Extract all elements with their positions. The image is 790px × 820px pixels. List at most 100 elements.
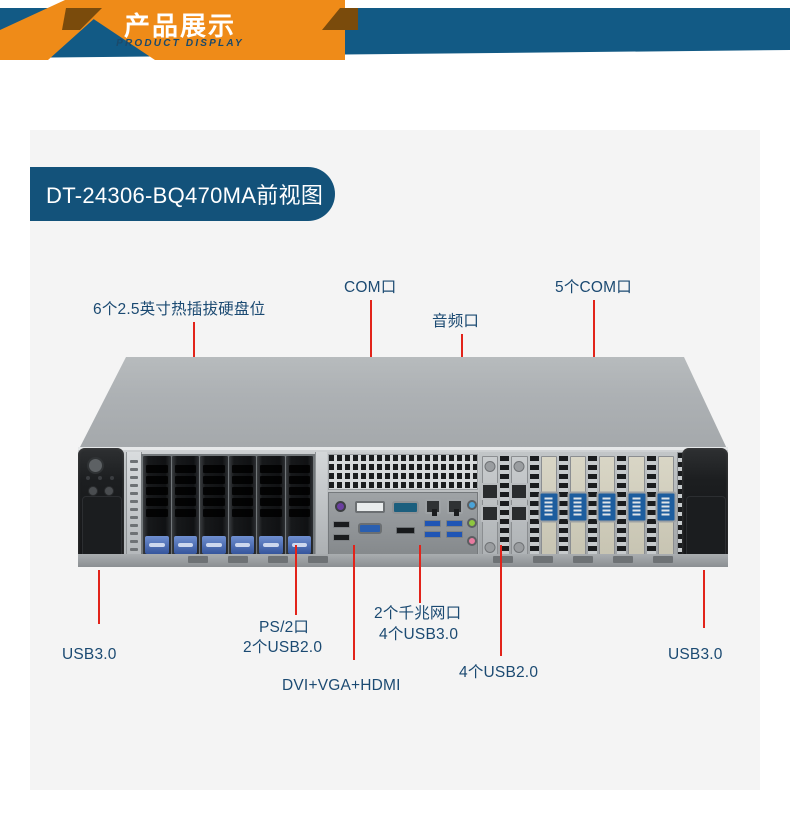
drive-bay-vents [146, 465, 168, 530]
callout-audio-port: 音频口 [432, 313, 480, 330]
callout-usb30-right: USB3.0 [668, 646, 723, 663]
chassis-bay-rail [315, 452, 328, 562]
usb2-port-icon [510, 483, 529, 500]
right-ear-blank-cover [686, 496, 726, 558]
usb3-port-icon [446, 520, 463, 527]
com-bracket-slot [538, 456, 560, 558]
drive-bay-latch[interactable] [259, 536, 283, 554]
leader-usb30-right [703, 570, 705, 628]
left-ear-blank-cover [82, 496, 122, 558]
slot-screw-icon [484, 542, 496, 553]
callout-usb30-4: 4个USB3.0 [379, 626, 459, 643]
callout-video-ports: DVI+VGA+HDMI [282, 677, 401, 694]
io-shield-plate [328, 492, 478, 558]
rj45-lan-port-icon [425, 499, 441, 516]
db9-com-port-icon [655, 491, 677, 523]
com-bracket-slot [655, 456, 677, 558]
callout-lan-ports: 2个千兆网口 [374, 605, 462, 622]
com-bracket-slot [626, 456, 648, 558]
drive-bay-vents [231, 465, 253, 530]
drive-bay[interactable] [143, 456, 171, 558]
product-title-pill: DT-24306-BQ470MA前视图 [30, 167, 335, 221]
chassis-lid-edge [78, 447, 728, 451]
drive-bay-latch[interactable] [202, 536, 226, 554]
status-led-3 [110, 476, 114, 480]
slot-vent-gap [617, 456, 627, 558]
callout-com-port: COM口 [344, 279, 397, 296]
usb3-port-icon [424, 531, 441, 538]
slot-vent-gap [529, 456, 539, 558]
slot-screw-icon [513, 461, 525, 472]
callout-usb20-2: 2个USB2.0 [243, 639, 323, 656]
rj45-lan-port-icon [447, 499, 463, 516]
audio-mic-jack-icon [467, 536, 477, 546]
slot-vent-gap [500, 456, 510, 558]
server-chassis-image [78, 357, 728, 567]
callout-drive-bays: 6个2.5英寸热插拔硬盘位 [93, 301, 266, 318]
leader-lan-ports [419, 545, 421, 603]
ps2-port-icon [335, 501, 346, 512]
drive-bay-latch[interactable] [230, 536, 254, 554]
leader-ps2 [295, 545, 297, 615]
com-bracket-slot [596, 456, 618, 558]
usb2-bracket-slot [510, 456, 529, 558]
audio-line-out-jack-icon [467, 518, 477, 528]
leader-video-ports [353, 545, 355, 660]
drive-bay[interactable] [257, 456, 285, 558]
chassis-vent-grid [328, 454, 478, 490]
drive-bay-vents [260, 465, 282, 530]
status-led-2 [98, 476, 102, 480]
audio-line-in-jack-icon [467, 500, 477, 510]
motherboard-io-zone [327, 452, 479, 562]
chassis-top-lid [78, 357, 728, 451]
drive-bay[interactable] [200, 456, 228, 558]
chassis-left-vent-spine [126, 452, 142, 562]
db9-com-port-icon [567, 491, 589, 523]
vga-port-icon [358, 523, 382, 534]
slot-vent-gap [646, 456, 656, 558]
callout-ps2-port: PS/2口 [259, 619, 310, 636]
usb3-port-icon [446, 531, 463, 538]
slot-vent-gap [558, 456, 568, 558]
usb2-bracket-slot [481, 456, 500, 558]
expansion-slot-group [479, 452, 677, 562]
product-title-text: DT-24306-BQ470MA前视图 [46, 183, 324, 208]
slot-vent-gap [588, 456, 598, 558]
drive-bay-vents [203, 465, 225, 530]
power-button-icon[interactable] [87, 457, 104, 474]
chassis-front-face [78, 448, 728, 567]
usb2-port-icon [481, 483, 500, 500]
id-button-icon[interactable] [104, 486, 114, 496]
usb3-port-icon [424, 520, 441, 527]
com-port-icon [392, 501, 419, 514]
reset-button-icon[interactable] [88, 486, 98, 496]
com-bracket-slot [567, 456, 589, 558]
leader-usb30-left [98, 570, 100, 624]
chassis-bottom-lip [78, 554, 728, 567]
callout-usb30-left: USB3.0 [62, 646, 117, 663]
chassis-left-ear-handle [78, 448, 124, 562]
page-header-banner: 产品展示 PRODUCT DISPLAY [0, 0, 790, 60]
callout-com-ports-5: 5个COM口 [555, 279, 632, 296]
banner-title-cn: 产品展示 [123, 11, 236, 41]
usb2-port-icon [510, 505, 529, 522]
drive-bay-latch[interactable] [145, 536, 169, 554]
banner-title-en: PRODUCT DISPLAY [116, 38, 244, 49]
drive-bay[interactable] [285, 456, 313, 558]
drive-bay[interactable] [171, 456, 199, 558]
drive-bay-latch[interactable] [173, 536, 197, 554]
usb2-port-icon [333, 534, 350, 541]
status-led-1 [86, 476, 90, 480]
drive-bay[interactable] [228, 456, 256, 558]
dvi-port-icon [355, 501, 385, 513]
hdmi-port-icon [396, 527, 415, 534]
slot-screw-icon [484, 461, 496, 472]
drive-bay-latch[interactable] [287, 536, 311, 554]
hot-swap-drive-bay-group [141, 454, 315, 560]
leader-usb20-4 [500, 545, 502, 656]
db9-com-port-icon [538, 491, 560, 523]
drive-bay-vents [174, 465, 196, 530]
usb2-port-icon [333, 521, 350, 528]
callout-usb20-4: 4个USB2.0 [459, 664, 539, 681]
db9-com-port-icon [596, 491, 618, 523]
